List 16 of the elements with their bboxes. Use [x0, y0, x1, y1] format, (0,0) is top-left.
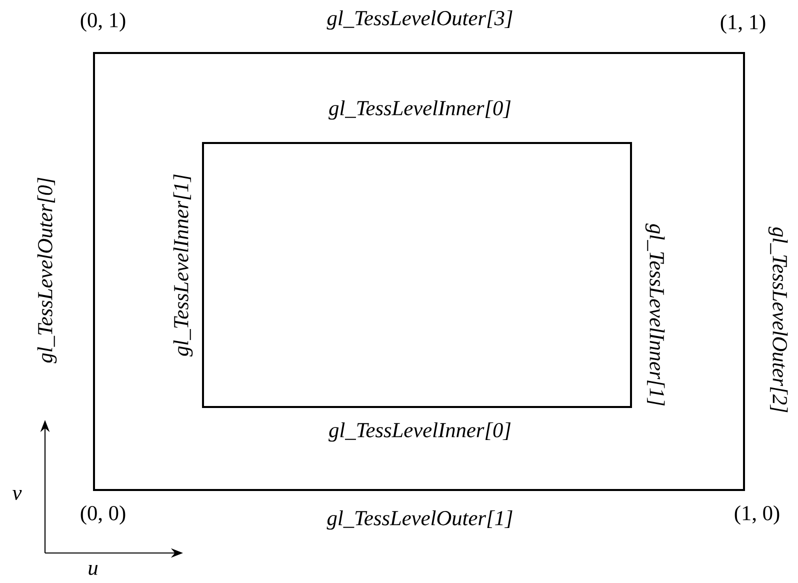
axis-label: v	[12, 490, 22, 500]
rectangle	[93, 52, 745, 491]
side-label: (0, 0)	[80, 505, 126, 525]
side-label: gl_TessLevelInner[0]	[328, 422, 511, 442]
side-label: gl_TessLevelOuter[0]	[37, 178, 57, 364]
side-label: (1, 1)	[720, 14, 766, 34]
side-label: gl_TessLevelOuter[3]	[326, 10, 512, 30]
side-label: gl_TessLevelInner[0]	[328, 100, 511, 120]
side-label: gl_TessLevelOuter[2]	[768, 226, 788, 412]
side-label: gl_TessLevelOuter[1]	[326, 510, 512, 530]
axis-label: u	[88, 565, 98, 576]
side-label: gl_TessLevelInner[1]	[645, 224, 665, 406]
side-label: (1, 0)	[734, 505, 780, 525]
rectangle	[202, 142, 632, 408]
side-label: (0, 1)	[80, 12, 126, 32]
side-label: gl_TessLevelInner[1]	[173, 174, 193, 356]
